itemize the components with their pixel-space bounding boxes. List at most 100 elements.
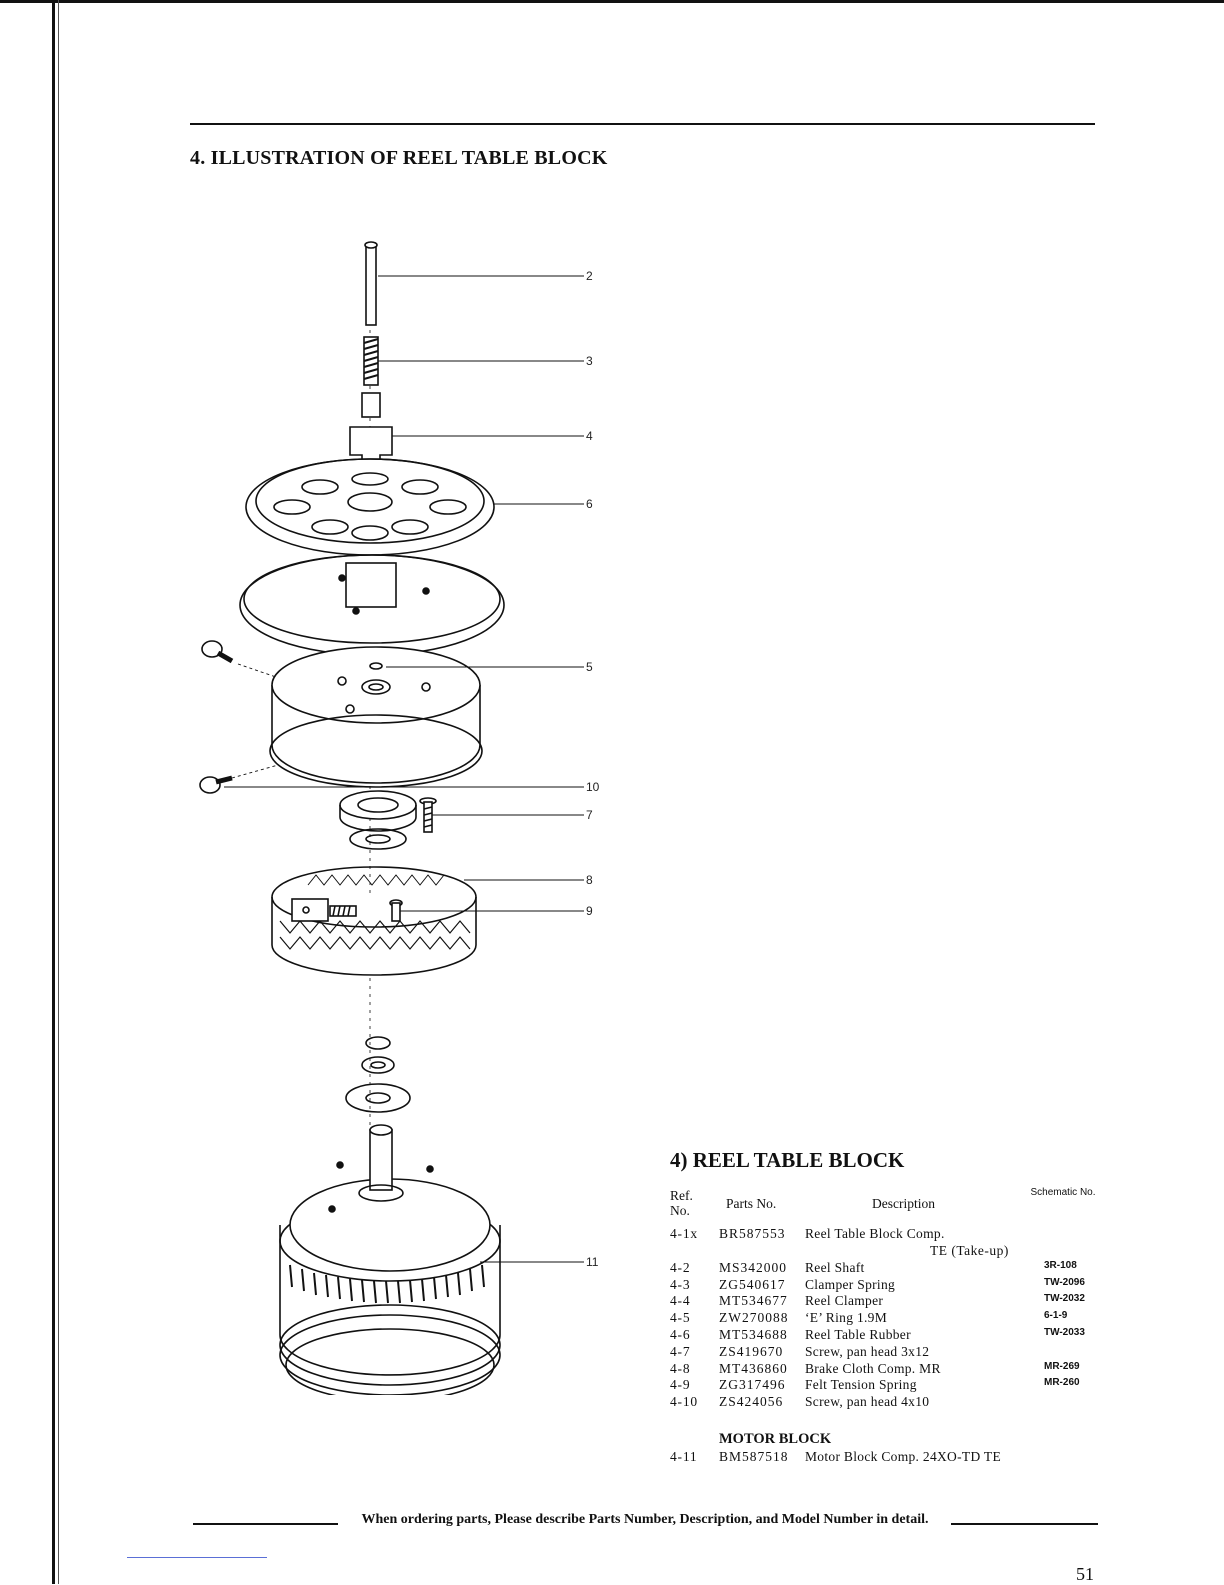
footer-rule-right — [951, 1523, 1098, 1525]
table-row: 4-5 ZW270088 ‘E’ Ring 1.9M 6-1-9 — [670, 1310, 1100, 1327]
callout-2: 2 — [586, 269, 593, 283]
row-description: Felt Tension Spring — [805, 1377, 917, 1393]
row-description: Clamper Spring — [805, 1276, 896, 1292]
section-title: 4. ILLUSTRATION OF REEL TABLE BLOCK — [190, 147, 608, 169]
ordering-note-text: When ordering parts, Please describe Par… — [361, 1512, 929, 1527]
reel-shaft-part — [364, 241, 378, 326]
callout-numbers: 2 3 4 6 5 10 7 8 9 11 — [586, 269, 600, 1269]
row-schematic-no: TW-2033 — [1044, 1326, 1085, 1338]
table-row: 4-8 MT436860 Brake Cloth Comp. MR MR-269 — [670, 1361, 1100, 1378]
header-ref-no: Ref. No. — [670, 1188, 693, 1218]
motor-block-heading: MOTOR BLOCK — [719, 1430, 832, 1447]
row-schematic-no: TW-2032 — [1044, 1293, 1085, 1305]
parts-list-header: Ref. No. Parts No. Description Schematic… — [670, 1186, 1100, 1226]
row-ref: 4-11 — [670, 1448, 698, 1464]
row-part-no: MT534688 — [719, 1326, 788, 1342]
clamper-spring-part — [363, 336, 379, 386]
reel-table-drum — [269, 646, 483, 788]
screw-3x12-part — [419, 797, 437, 833]
ordering-note: When ordering parts, Please describe Par… — [193, 1512, 1098, 1532]
row-ref: 4-1x — [670, 1226, 698, 1241]
table-row: 4-10 ZS424056 Screw, pan head 4x10 — [670, 1394, 1100, 1411]
table-row: 4-6 MT534688 Reel Table Rubber TW-2033 — [670, 1327, 1100, 1344]
row-part-no: ZS419670 — [719, 1343, 784, 1359]
callout-9: 9 — [586, 904, 593, 918]
callout-10: 10 — [586, 780, 600, 794]
table-row: 4-4 MT534677 Reel Clamper TW-2032 — [670, 1293, 1100, 1310]
header-parts-no: Parts No. — [726, 1196, 777, 1211]
row-description: Brake Cloth Comp. MR — [805, 1360, 941, 1376]
row-description: Reel Table Block Comp. — [805, 1226, 945, 1241]
callout-7: 7 — [586, 808, 593, 822]
table-row: 4-11 BM587518 Motor Block Comp. 24XO-TD … — [670, 1449, 1100, 1466]
row-ref: 4-3 — [670, 1276, 691, 1292]
brake-cloth-band — [271, 866, 477, 976]
row-part-no: ZW270088 — [719, 1310, 789, 1326]
callout-4: 4 — [586, 429, 593, 443]
felt-tension-spring-part — [329, 899, 403, 922]
row-schematic-no: MR-260 — [1044, 1377, 1080, 1389]
scan-link-underline — [127, 1557, 267, 1558]
callout-8: 8 — [586, 873, 593, 887]
row-part-no: MT534677 — [719, 1293, 788, 1309]
row-description: Motor Block Comp. 24XO-TD TE — [805, 1448, 1002, 1464]
table-row: 4-2 MS342000 Reel Shaft 3R-108 — [670, 1260, 1100, 1277]
motor-block-part — [279, 1124, 501, 1395]
callout-11: 11 — [586, 1255, 599, 1269]
row-description: Screw, pan head 4x10 — [805, 1394, 930, 1410]
callout-5: 5 — [586, 660, 593, 674]
reel-table-disc — [239, 554, 505, 656]
table-row-continuation: TE (Take-up) — [670, 1243, 1100, 1260]
row-description: Reel Shaft — [805, 1259, 865, 1275]
table-row: 4-1x BR587553 Reel Table Block Comp. — [670, 1226, 1100, 1243]
page-top-border — [0, 0, 1224, 3]
page-left-border — [52, 0, 55, 1584]
parts-list-table: Ref. No. Parts No. Description Schematic… — [670, 1186, 1100, 1466]
e-ring-washers — [345, 1036, 411, 1113]
page-left-border-inner — [58, 0, 59, 1584]
reel-clamper-part — [349, 392, 393, 478]
row-part-no: ZS424056 — [719, 1394, 784, 1410]
callout-3: 3 — [586, 354, 593, 368]
row-ref: 4-10 — [670, 1394, 698, 1410]
callout-leaders — [224, 275, 584, 1263]
row-ref: 4-8 — [670, 1360, 691, 1376]
header-schematic-no: Schematic No. — [1030, 1187, 1096, 1198]
row-description: Reel Table Rubber — [805, 1326, 911, 1342]
callout-6: 6 — [586, 497, 593, 511]
row-description: Screw, pan head 3x12 — [805, 1343, 930, 1359]
row-ref: 4-7 — [670, 1343, 691, 1359]
row-ref: 4-5 — [670, 1310, 691, 1326]
row-schematic-no: TW-2096 — [1044, 1276, 1085, 1288]
row-ref: 4-2 — [670, 1259, 691, 1275]
row-part-no: MT436860 — [719, 1360, 788, 1376]
reel-table-exploded-diagram: 2 3 4 6 5 10 7 8 9 11 — [199, 241, 600, 1395]
header-rule — [190, 123, 1095, 125]
row-ref: 4-4 — [670, 1293, 691, 1309]
row-ref: 4-6 — [670, 1326, 691, 1342]
row-description: ‘E’ Ring 1.9M — [805, 1310, 888, 1326]
motor-block-heading-row: MOTOR BLOCK — [670, 1431, 1100, 1449]
table-row: 4-7 ZS419670 Screw, pan head 3x12 — [670, 1344, 1100, 1361]
side-screw-lower — [199, 775, 233, 794]
row-part-no: MS342000 — [719, 1259, 788, 1275]
row-part-no: ZG540617 — [719, 1276, 786, 1292]
row-schematic-no: MR-269 — [1044, 1360, 1080, 1372]
row-ref: 4-9 — [670, 1377, 691, 1393]
row-part-no: ZG317496 — [719, 1377, 786, 1393]
row-part-no: BR587553 — [719, 1226, 786, 1241]
page-number: 51 — [1076, 1564, 1094, 1584]
table-row: 4-9 ZG317496 Felt Tension Spring MR-260 — [670, 1377, 1100, 1394]
row-schematic-no: 6-1-9 — [1044, 1310, 1068, 1322]
header-description: Description — [872, 1196, 935, 1211]
row-schematic-no: 3R-108 — [1044, 1259, 1077, 1271]
row-part-no: BM587518 — [719, 1448, 789, 1464]
bearing-ring-part — [339, 790, 417, 850]
table-row: 4-3 ZG540617 Clamper Spring TW-2096 — [670, 1277, 1100, 1294]
parts-list-title: 4) REEL TABLE BLOCK — [670, 1148, 905, 1172]
reel-table-top-plate — [245, 458, 495, 556]
side-screw-upper — [201, 640, 234, 664]
row-description-continuation: TE (Take-up) — [930, 1242, 1009, 1258]
footer-rule-left — [193, 1523, 338, 1525]
row-description: Reel Clamper — [805, 1293, 884, 1309]
